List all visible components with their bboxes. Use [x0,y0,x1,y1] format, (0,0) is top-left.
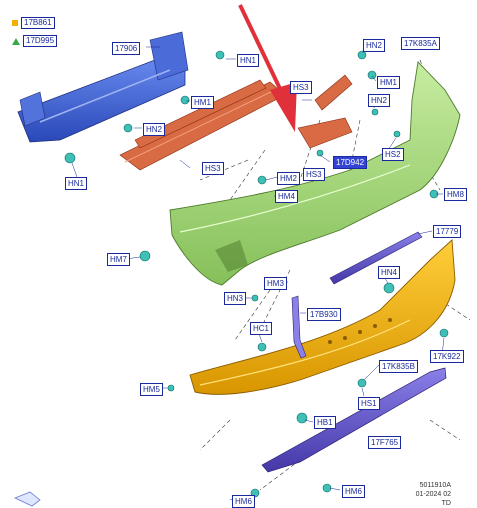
indicator-arrow [238,4,297,132]
callout-17k835a[interactable]: 17K835A [401,37,440,50]
legend-item-square: 17B861 [12,17,55,29]
callout-hs2[interactable]: HS2 [382,148,404,161]
diagram-initials: TD [441,500,451,507]
square-marker-icon [12,20,18,26]
direction-arrow-icon [13,491,41,507]
diagram-code: 5011910A [419,482,451,489]
callout-hn2-left[interactable]: HN2 [143,123,166,136]
callout-hn3[interactable]: HN3 [224,292,247,305]
fasteners [64,50,449,498]
side-bracket-right [297,74,353,149]
callout-hm5[interactable]: HM5 [140,383,163,396]
callout-17779[interactable]: 17779 [433,225,462,238]
callout-hm1-left[interactable]: HM1 [191,96,214,109]
reflector-bracket [291,295,307,359]
callout-hm8[interactable]: HM8 [444,188,467,201]
callout-hn1-top[interactable]: HN1 [237,54,260,67]
callout-17f765[interactable]: 17F765 [368,436,402,449]
callout-hm2[interactable]: HM2 [277,172,300,185]
callout-17906[interactable]: 17906 [112,42,141,55]
callout-hn1-bottom[interactable]: HN1 [65,177,88,190]
callout-hn2-right[interactable]: HN2 [368,94,391,107]
callout-hs3-bottom[interactable]: HS3 [303,168,325,181]
legend-code: 17D995 [23,35,58,47]
bumper-cover [169,61,461,286]
callout-hm1-right[interactable]: HM1 [377,76,400,89]
callout-hm4[interactable]: HM4 [275,190,298,203]
callout-hm7[interactable]: HM7 [107,253,130,266]
callout-hs3-top[interactable]: HS3 [290,81,312,94]
triangle-marker-icon [12,37,20,45]
lower-trim-strip [261,367,447,473]
reinforcement-beam [17,31,189,143]
callout-17d942[interactable]: 17D942 [333,156,368,169]
callout-hs1[interactable]: HS1 [358,397,380,410]
diagram-date: 01-2024 02 [415,491,451,498]
callout-17k835b[interactable]: 17K835B [379,360,418,373]
callout-hn4[interactable]: HN4 [378,266,401,279]
callout-hm3[interactable]: HM3 [264,277,287,290]
callout-17b930[interactable]: 17B930 [307,308,341,321]
callout-hb1[interactable]: HB1 [314,416,336,429]
callout-hm6-right[interactable]: HM6 [342,485,365,498]
callout-hm6-left[interactable]: HM6 [232,495,255,508]
callout-17k922[interactable]: 17K922 [430,350,464,363]
legend-code: 17B861 [21,17,55,29]
impact-absorber [119,79,286,171]
lower-valance [189,239,456,395]
upper-trim-strip [329,231,423,285]
legend-item-triangle: 17D995 [12,35,58,47]
callout-hn2-top[interactable]: HN2 [363,39,386,52]
callout-hs3-left[interactable]: HS3 [202,162,224,175]
callout-hc1[interactable]: HC1 [250,322,273,335]
